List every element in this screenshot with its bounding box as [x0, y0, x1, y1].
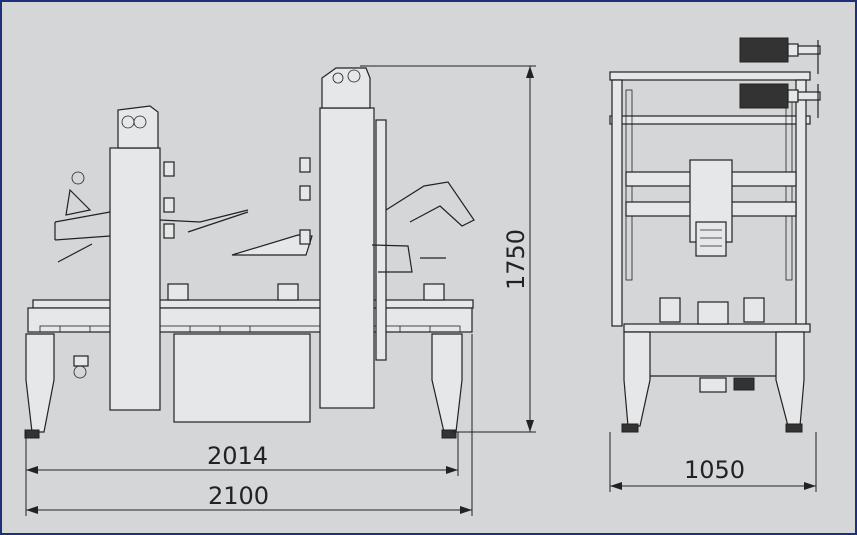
front-flap-arm: [54, 211, 111, 241]
front-conveyor-rail: [32, 299, 474, 309]
front-left-foot: [24, 429, 40, 439]
front-right-column: [319, 107, 375, 409]
dim-inner-width-label: 2014: [207, 442, 268, 470]
front-left-leg: [25, 333, 55, 433]
side-right-leg: [775, 331, 805, 427]
front-center-box: [173, 333, 311, 423]
side-table: [623, 323, 811, 333]
side-second-beam: [609, 115, 811, 125]
dim-overall-width: [25, 334, 473, 516]
side-left-leg: [623, 331, 651, 427]
dim-side-width-label: 1050: [684, 456, 745, 484]
front-left-head: [117, 105, 159, 149]
air-regulator-icon: [73, 365, 87, 379]
front-left-column: [109, 147, 161, 411]
dim-height: [360, 65, 536, 433]
front-flap-plow: [231, 234, 313, 256]
side-motor-bottom: [739, 83, 821, 118]
side-motor-top: [739, 37, 821, 74]
front-right-leg: [431, 333, 463, 433]
front-rollers: [39, 325, 461, 333]
side-view: [609, 37, 821, 433]
dim-overall-width-label: 2100: [208, 482, 269, 510]
side-left-post: [611, 79, 623, 327]
side-top-beam: [609, 71, 811, 81]
front-view: [24, 67, 475, 439]
dim-height-label: 1750: [502, 229, 530, 290]
side-right-post: [795, 79, 807, 327]
front-right-head: [321, 67, 371, 109]
dim-inner-width: [25, 432, 459, 476]
dim-side-width: [609, 432, 817, 492]
front-guide-rod: [375, 119, 387, 361]
front-right-foot: [441, 429, 457, 439]
